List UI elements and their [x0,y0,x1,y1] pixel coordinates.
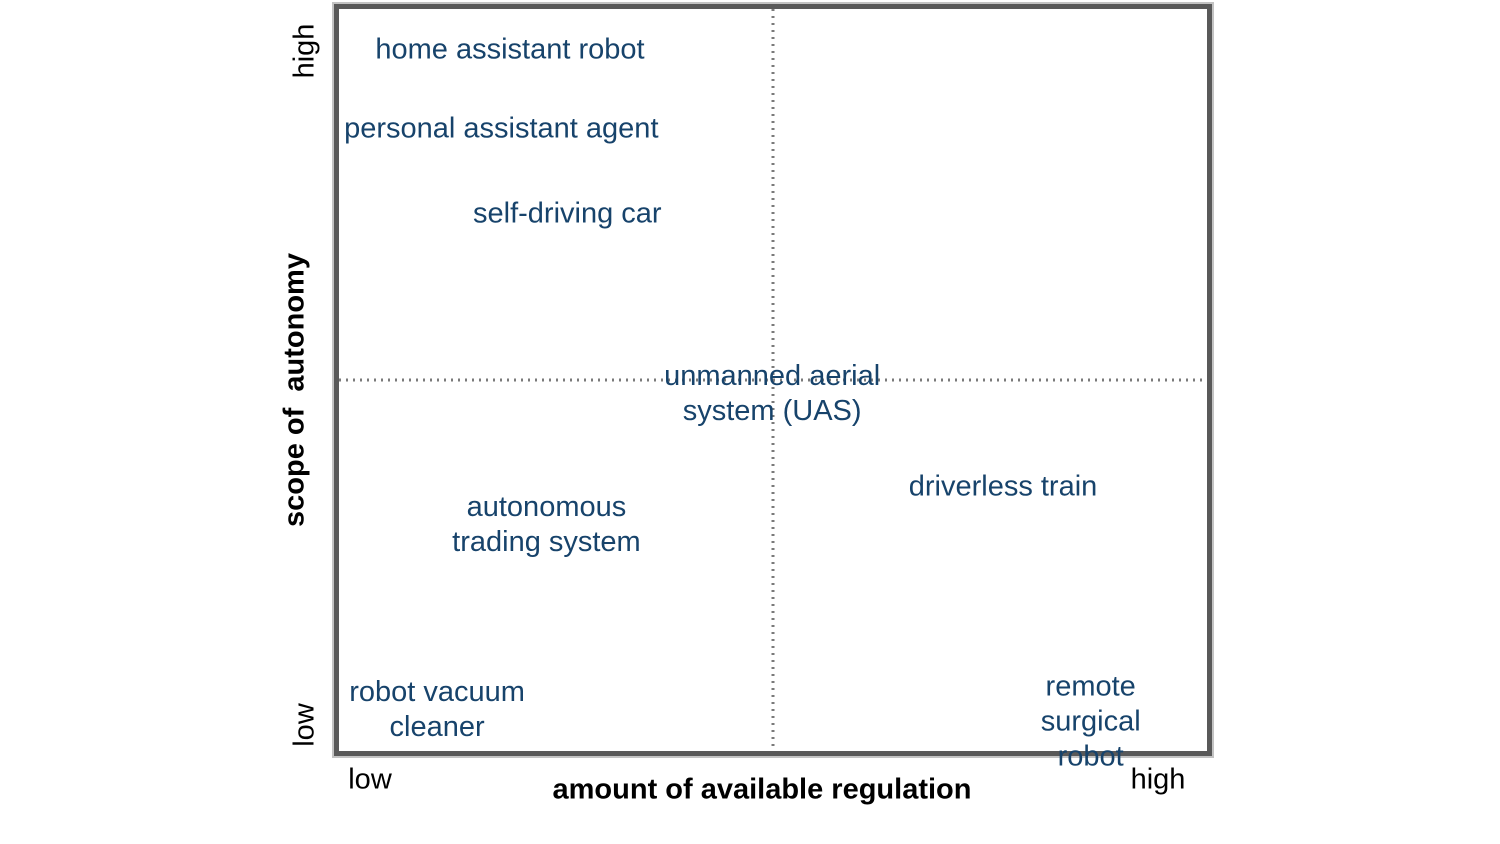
x-axis-tick-high: high [1130,763,1186,796]
chart-items-layer: home assistant robot personal assistant a… [339,9,1207,772]
chart-item: unmanned aerial system (UAS) [664,360,881,428]
chart-item: driverless train [908,470,1098,503]
x-axis-title: amount of available regulation [552,773,972,806]
chart-item: robot vacuum cleaner [349,676,525,744]
plot-area: home assistant robot personal assistant a… [332,2,1214,773]
chart-item: remote surgical robot [1040,670,1141,773]
x-axis-tick-low: low [348,763,392,796]
chart-item: autonomous trading system [452,491,641,559]
y-axis-tick-low: low [288,703,321,747]
chart-item: self-driving car [473,197,662,230]
y-axis-title: scope of autonomy [278,253,311,527]
chart-item: personal assistant agent [344,112,659,145]
y-axis-tick-high: high [288,23,321,79]
quadrant-divider-horizontal [339,378,1207,382]
chart-item: home assistant robot [375,33,645,66]
